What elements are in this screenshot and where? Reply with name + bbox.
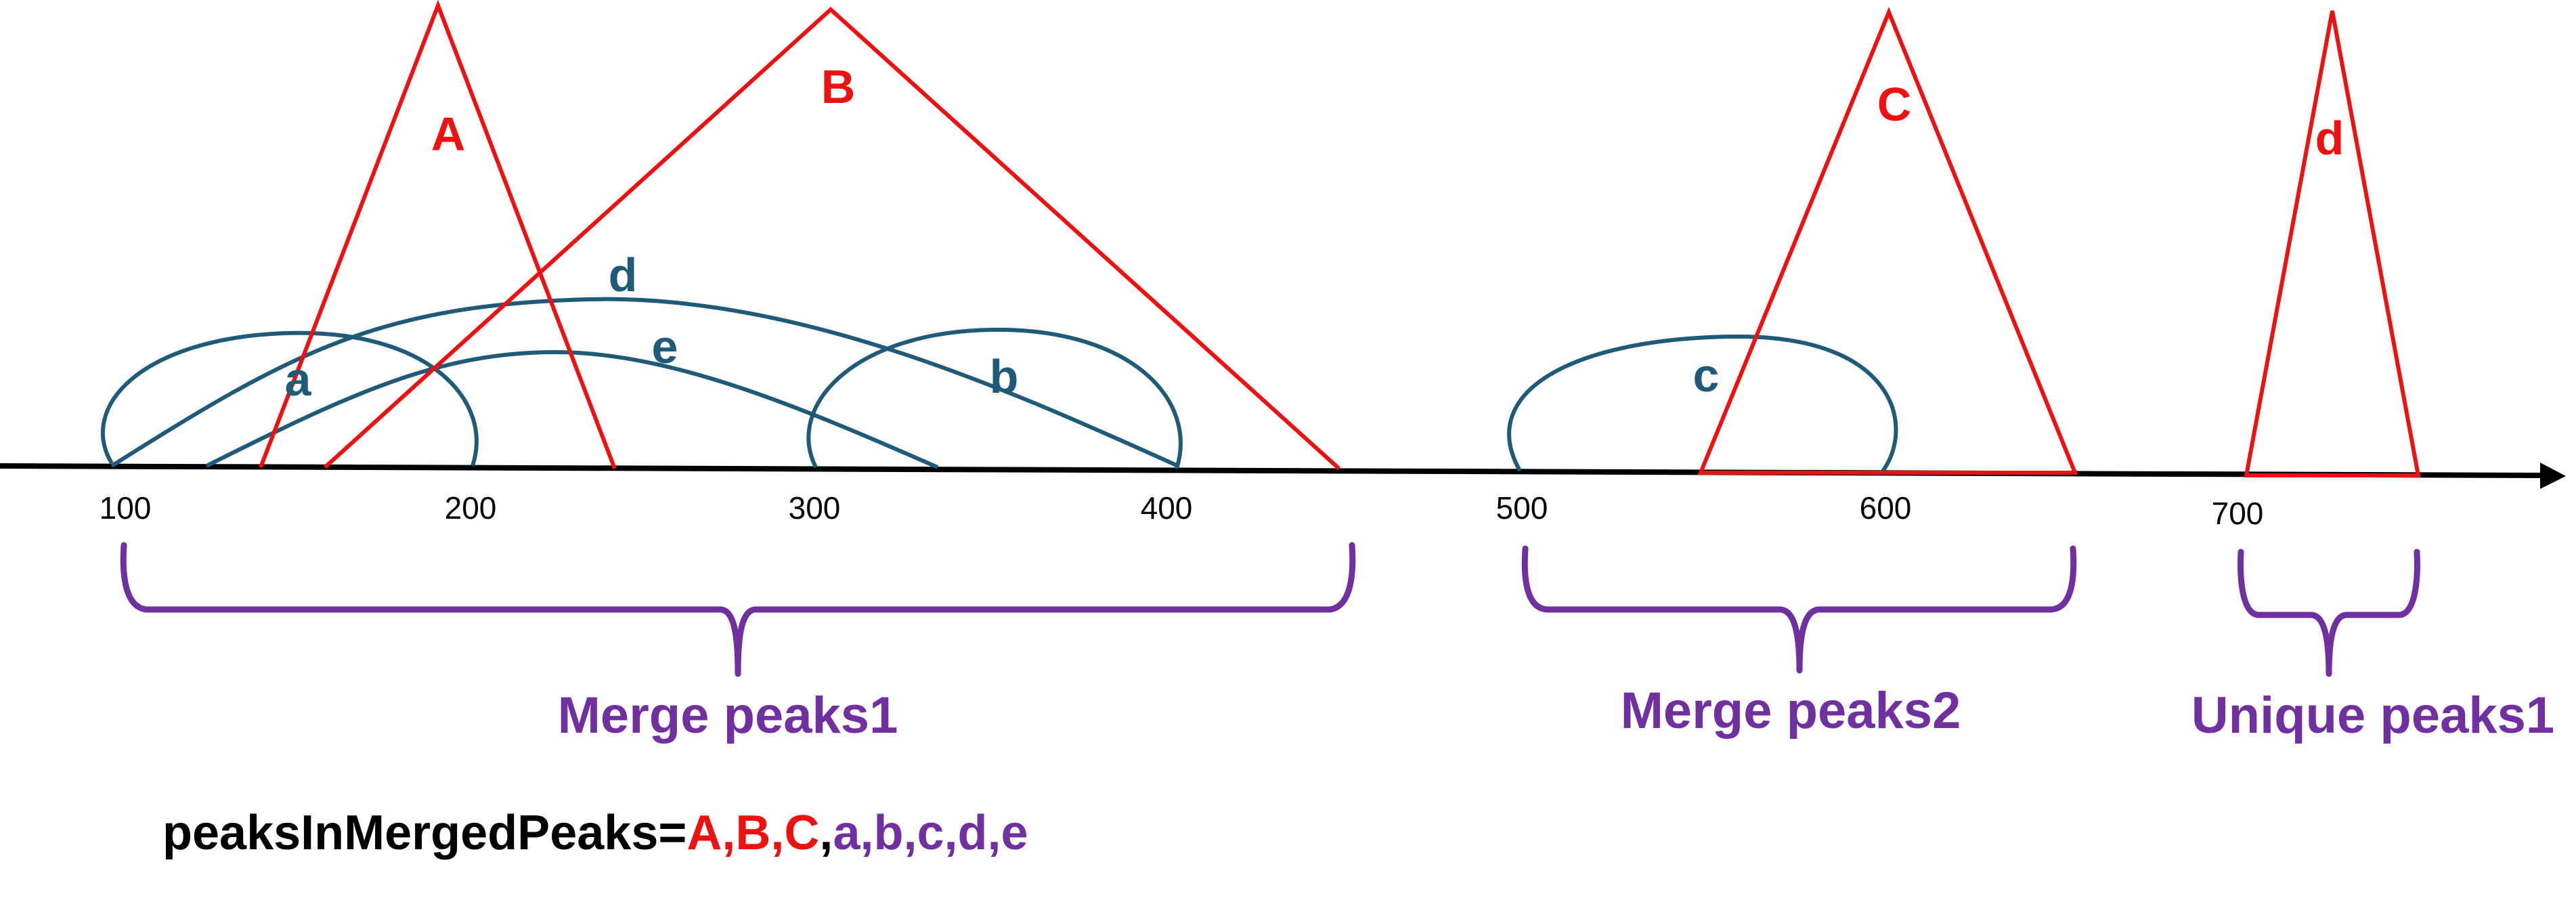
formula-purple-part: a,b,c,d,e bbox=[833, 806, 1028, 860]
triangle-label-B: B bbox=[821, 60, 856, 113]
peak-curve-c bbox=[1507, 334, 1898, 473]
bracket-unique-peaks1 bbox=[2237, 549, 2420, 677]
tick-label-600: 600 bbox=[1860, 490, 1912, 526]
group-label-merge-peaks1: Merge peaks1 bbox=[558, 687, 898, 744]
x-axis-arrow-icon bbox=[2540, 463, 2566, 489]
curve-label-b: b bbox=[990, 350, 1019, 403]
bracket-merge-peaks1 bbox=[120, 542, 1356, 677]
group-label-unique-peaks1: Unique peaks1 bbox=[2191, 687, 2554, 744]
formula-prefix: peaksInMergedPeaks= bbox=[162, 806, 686, 860]
group-label-merge-peaks2: Merge peaks2 bbox=[1621, 682, 1961, 740]
tick-label-100: 100 bbox=[100, 490, 152, 526]
triangle-label-A: A bbox=[431, 108, 466, 161]
tick-label-400: 400 bbox=[1141, 490, 1193, 526]
curve-label-a: a bbox=[285, 353, 312, 406]
triangle-label-d: d bbox=[2315, 112, 2344, 165]
peak-triangle-d bbox=[2244, 10, 2421, 477]
tick-label-700: 700 bbox=[2212, 496, 2264, 531]
peak-triangle-C bbox=[1697, 7, 2078, 475]
tick-label-200: 200 bbox=[445, 490, 497, 526]
curve-label-d: d bbox=[609, 249, 638, 301]
formula-red-part: A,B,C bbox=[686, 806, 819, 860]
peak-curve-e bbox=[205, 349, 939, 469]
peak-curve-a bbox=[100, 330, 479, 467]
bracket-merge-peaks2 bbox=[1521, 545, 2077, 674]
curve-label-e: e bbox=[652, 320, 678, 373]
triangle-label-C: C bbox=[1877, 78, 1912, 131]
peak-triangle-A bbox=[259, 0, 617, 470]
peak-curve-b bbox=[806, 327, 1183, 469]
peak-curve-d bbox=[110, 297, 1179, 468]
formula-line: peaksInMergedPeaks=A,B,C,a,b,c,d,e bbox=[162, 806, 1028, 860]
formula-separator: , bbox=[819, 806, 833, 860]
tick-label-300: 300 bbox=[789, 490, 841, 526]
x-axis-line bbox=[0, 463, 2545, 478]
peak-triangle-B bbox=[323, 6, 1341, 471]
tick-label-500: 500 bbox=[1496, 490, 1548, 526]
curve-label-c: c bbox=[1693, 349, 1720, 402]
